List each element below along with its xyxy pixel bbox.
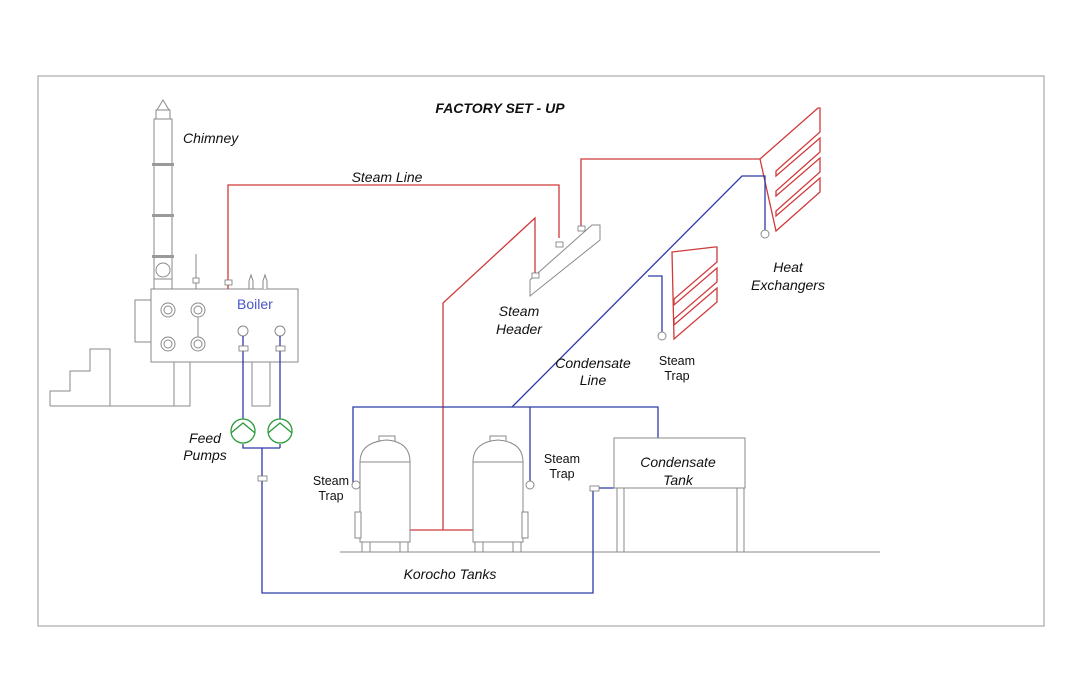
condensate-line-label-1: Condensate [555, 355, 631, 371]
condensate-tank-label-1: Condensate [640, 454, 716, 470]
steam-line-label: Steam Line [352, 169, 423, 185]
steam-trap-exchanger-label-2: Trap [664, 369, 689, 383]
chimney-label: Chimney [183, 130, 239, 146]
condensate-tank-label-2: Tank [663, 472, 694, 488]
feed-pump-2 [267, 418, 293, 444]
heat-exchangers-label-2: Exchangers [751, 277, 825, 293]
condensate-tank [613, 437, 746, 553]
condensate-line-label-2: Line [580, 372, 607, 388]
feed-pumps-label-2: Pumps [183, 447, 227, 463]
steam-header-label-1: Steam [499, 303, 540, 319]
steam-trap-middle-label-2: Trap [549, 467, 574, 481]
korocho-tanks-label: Korocho Tanks [404, 566, 497, 582]
heat-exchangers-label-1: Heat [773, 259, 804, 275]
feed-pumps-label-1: Feed [189, 430, 222, 446]
korocho-tank-1 [351, 435, 411, 553]
steam-trap-left-label-2: Trap [318, 489, 343, 503]
steam-header [529, 224, 601, 298]
steam-trap-left-label-1: Steam [313, 474, 349, 488]
condensate-tank-valve [589, 485, 600, 492]
steam-trap-exchanger-label-1: Steam [659, 354, 695, 368]
boiler [134, 254, 299, 407]
heat-exchanger-small [671, 246, 718, 341]
steam-trap-exchanger-small [657, 331, 667, 341]
boiler-label: Boiler [237, 296, 273, 312]
feed-pump-1 [230, 418, 256, 444]
steam-trap-exchanger-large [760, 229, 770, 239]
stairs [49, 348, 111, 407]
feed-valve-2 [275, 345, 286, 352]
steam-lines [227, 158, 760, 531]
korocho-tank-2 [472, 435, 535, 553]
feed-valve-1 [238, 345, 249, 352]
chimney [152, 99, 174, 290]
diagram-title: FACTORY SET - UP [435, 100, 565, 116]
steam-header-label-2: Header [496, 321, 543, 337]
diagram-frame [37, 75, 1045, 627]
steam-line-valve [224, 279, 233, 286]
steam-trap-middle-label-1: Steam [544, 452, 580, 466]
heat-exchanger-large [759, 107, 821, 233]
return-valve [257, 475, 268, 482]
